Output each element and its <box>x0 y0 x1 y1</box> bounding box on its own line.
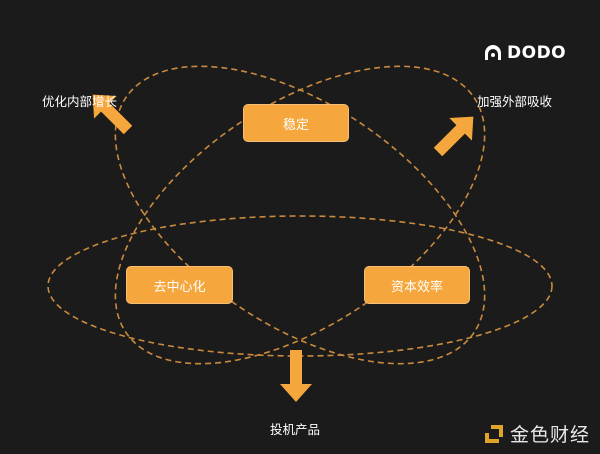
label-optimize-internal-growth: 优化内部增长 <box>42 94 118 109</box>
arrow-down <box>280 350 312 402</box>
ellipse-stability-decentralization <box>114 65 486 365</box>
ellipse-stability-finance <box>114 65 486 365</box>
dodo-brand: DODO <box>482 43 566 63</box>
dodo-logo-icon <box>485 45 501 60</box>
jinse-logo-icon <box>485 424 503 443</box>
label-speculative-products: 投机产品 <box>270 422 321 437</box>
arrow-top-left <box>92 94 133 135</box>
jinse-watermark-text: 金色财经 <box>510 424 591 446</box>
node-stability: 稳定 <box>243 104 349 142</box>
dodo-logo-text: DODO <box>507 43 567 63</box>
label-strengthen-external-absorption: 加强外部吸收 <box>477 94 553 109</box>
ellipse-decentralization-finance <box>47 215 553 357</box>
jinse-watermark: 金色财经 <box>483 420 590 447</box>
node-decentralization: 去中心化 <box>126 266 233 304</box>
node-capital-efficiency: 资本效率 <box>364 266 470 304</box>
arrow-top-right <box>433 116 474 157</box>
